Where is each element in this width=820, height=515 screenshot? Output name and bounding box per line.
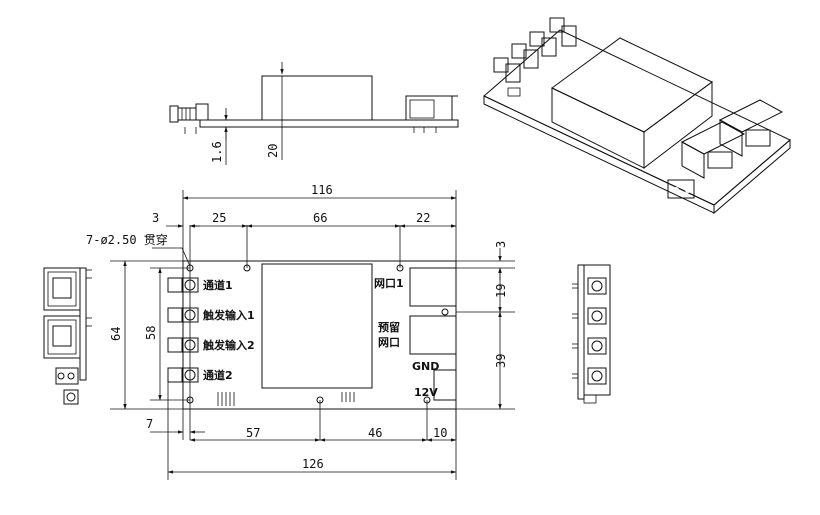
dim-total-top: 116 xyxy=(311,183,333,197)
dim-height-profile: 20 xyxy=(266,144,280,158)
top-view-module xyxy=(261,263,373,389)
side-view-module xyxy=(261,75,373,121)
dim-offset-left: 3 xyxy=(152,211,159,225)
label-12v: 12V xyxy=(414,386,438,399)
dim-total-bottom: 126 xyxy=(302,457,324,471)
label-reserved-net-line1: 预留 xyxy=(378,320,400,334)
label-trigger-2: 触发输入2 xyxy=(202,338,255,352)
label-reserved-net-line2: 网口 xyxy=(378,336,400,349)
hole-spec-callout: 7-ø2.50 贯穿 xyxy=(86,232,168,247)
top-view-ic-marks xyxy=(217,392,355,406)
dim-hole-bottom-a: 57 xyxy=(246,426,260,440)
iso-sma-connectors xyxy=(493,17,577,83)
iso-rj45-ports xyxy=(680,99,784,179)
dim-port-to-edge: 39 xyxy=(494,354,508,368)
iso-module-top xyxy=(551,37,713,133)
isometric-view xyxy=(483,17,791,215)
dim-board-thickness: 1.6 xyxy=(210,141,224,163)
dim-offset-top: 3 xyxy=(494,241,508,248)
label-net-1: 网口1 xyxy=(374,277,404,290)
dim-hole-bottom-c: 10 xyxy=(433,426,447,440)
top-view: 通道1 触发输入1 触发输入2 通道2 网口1 预留 网口 GND 12V 7-… xyxy=(86,183,515,480)
label-gnd: GND xyxy=(412,360,439,373)
dim-hole-pitch-b: 66 xyxy=(313,211,327,225)
right-end-view xyxy=(572,264,611,404)
dim-offset-bottom: 7 xyxy=(146,417,153,431)
side-view-sma-connector xyxy=(169,103,209,134)
side-view: 1.6 20 xyxy=(169,62,459,165)
dim-port-spacing: 19 xyxy=(494,284,508,298)
top-view-rj45-2 xyxy=(409,315,457,355)
left-end-view xyxy=(43,267,92,405)
label-channel-1: 通道1 xyxy=(203,278,233,292)
top-view-rj45-1 xyxy=(409,267,457,307)
label-channel-2: 通道2 xyxy=(203,368,233,382)
side-view-rj45 xyxy=(405,95,458,133)
iso-power-terminal xyxy=(667,179,695,199)
dim-hole-bottom-b: 46 xyxy=(368,426,382,440)
dim-hole-pitch-c: 22 xyxy=(416,211,430,225)
label-trigger-1: 触发输入1 xyxy=(202,308,255,322)
dim-height-outer: 64 xyxy=(109,327,123,341)
side-view-pcb xyxy=(199,119,459,128)
dim-hole-pitch-a: 25 xyxy=(212,211,226,225)
dim-height-inner: 58 xyxy=(144,326,158,340)
